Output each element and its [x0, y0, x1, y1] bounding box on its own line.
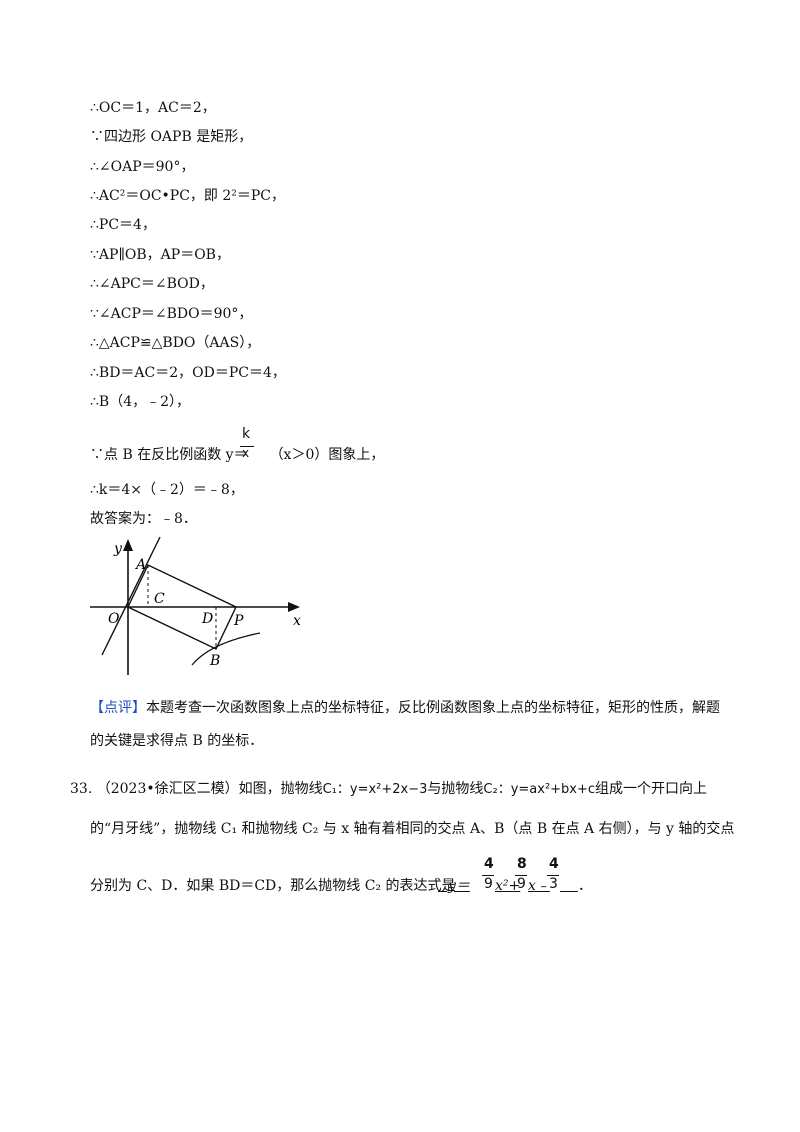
geometry-figure: y x O A C D P B [90, 536, 301, 675]
solution-line: ∴∠APC＝∠BOD， [90, 276, 214, 292]
answer-fraction-3-denominator: 3 [549, 876, 558, 892]
commentary-tag: 【点评】 [90, 700, 146, 716]
hyperbola-curve [191, 632, 261, 666]
label-d: D [201, 611, 213, 627]
problem-33-line-3: 分别为 C、D．如果 BD＝CD，那么抛物线 C₂ 的表达式是 [90, 877, 456, 895]
fraction-denominator-x: x [242, 446, 250, 460]
solution-line: ∵四边形 OAPB 是矩形， [90, 129, 253, 145]
label-p: P [233, 613, 244, 629]
commentary-line-1: 【点评】本题考查一次函数图象上点的坐标特征，反比例函数图象上点的坐标特征，矩形的… [90, 699, 720, 717]
problem-33-line-1: 33. （2023•徐汇区二模）如图，抛物线C₁：y=x²+2x−3与抛物线C₂… [70, 780, 707, 799]
label-o: O [108, 611, 120, 627]
answer-fraction-2-denominator: 9 [517, 876, 526, 892]
label-x: x [293, 613, 301, 629]
answer-fraction-2-numerator: 8 [517, 856, 527, 872]
problem-mid: 与抛物线 [427, 781, 484, 797]
answer-blank-start [438, 877, 447, 895]
answer-line: 故答案为：﹣8． [90, 511, 197, 527]
problem-tail: 组成一个开口向上 [595, 781, 708, 797]
problem-33-line-2: 的“月牙线”，抛物线 C₁ 和抛物线 C₂ 与 x 轴有着相同的交点 A、B（点… [90, 821, 735, 837]
parabola-c2-expression: C₂：y=ax²+bx+c [483, 782, 596, 797]
answer-term-2: x﹣ [528, 878, 550, 894]
label-a: A [134, 557, 146, 573]
answer-prefix: y＝ [448, 878, 470, 894]
answer-fraction-3-bar [547, 875, 559, 876]
answer-end: ． [578, 878, 592, 894]
problem-number: 33. [70, 781, 93, 797]
answer-fraction-2-bar [515, 875, 527, 876]
linear-function-line [101, 536, 161, 656]
solution-line: ∵AP∥OB，AP＝OB， [90, 247, 230, 263]
answer-blank-underline [560, 877, 578, 895]
fraction-bar [240, 446, 254, 447]
commentary-line-2: 的关键是求得点 B 的坐标． [90, 733, 264, 749]
solution-line: ∵∠ACP＝∠BDO＝90°， [90, 306, 253, 322]
answer-fraction-1-denominator: 9 [484, 876, 493, 892]
solution-line: ∴△ACP≌△BDO（AAS）， [90, 335, 261, 351]
commentary-text-1: 本题考查一次函数图象上点的坐标特征，反比例函数图象上点的坐标特征，矩形的性质，解… [146, 700, 720, 716]
answer-fraction-1-bar [482, 875, 494, 876]
x-axis-arrow-icon [288, 602, 300, 612]
solution-line: ∴AC²＝OC•PC，即 2²＝PC， [90, 188, 286, 204]
problem-source: （2023•徐汇区二模）如图，抛物线 [96, 781, 323, 797]
inverse-after: （x＞0）图象上， [269, 447, 385, 463]
y-axis-arrow-icon [123, 539, 133, 551]
problem-line-3-text: 分别为 C、D．如果 BD＝CD，那么抛物线 C₂ 的表达式是 [90, 878, 456, 894]
answer-fraction-1-numerator: 4 [484, 856, 494, 872]
k-line: ∴k＝4×（﹣2）＝﹣8， [90, 482, 244, 498]
label-y: y [113, 541, 123, 557]
label-c: C [154, 591, 165, 607]
answer-fraction-3-numerator: 4 [549, 856, 559, 872]
label-b: B [209, 653, 220, 669]
inverse-before: ∵点 B 在反比例函数 y＝ [90, 447, 248, 463]
solution-line: ∴PC＝4， [90, 217, 156, 233]
solution-line: ∴B（4，﹣2）， [90, 394, 191, 410]
rectangle-oapb [127, 564, 237, 650]
inverse-line: ∵点 B 在反比例函数 y＝ （x＞0）图象上， [90, 446, 384, 464]
parabola-c1-expression: C₁：y=x²+2x−3 [322, 782, 428, 797]
answer-term-1: x²+ [495, 878, 521, 894]
solution-line: ∴BD＝AC＝2，OD＝PC＝4， [90, 365, 286, 381]
fraction-numerator-k: k [242, 426, 251, 442]
solution-line: ∴OC＝1，AC＝2， [90, 100, 216, 116]
solution-line: ∴∠OAP＝90°， [90, 159, 195, 175]
